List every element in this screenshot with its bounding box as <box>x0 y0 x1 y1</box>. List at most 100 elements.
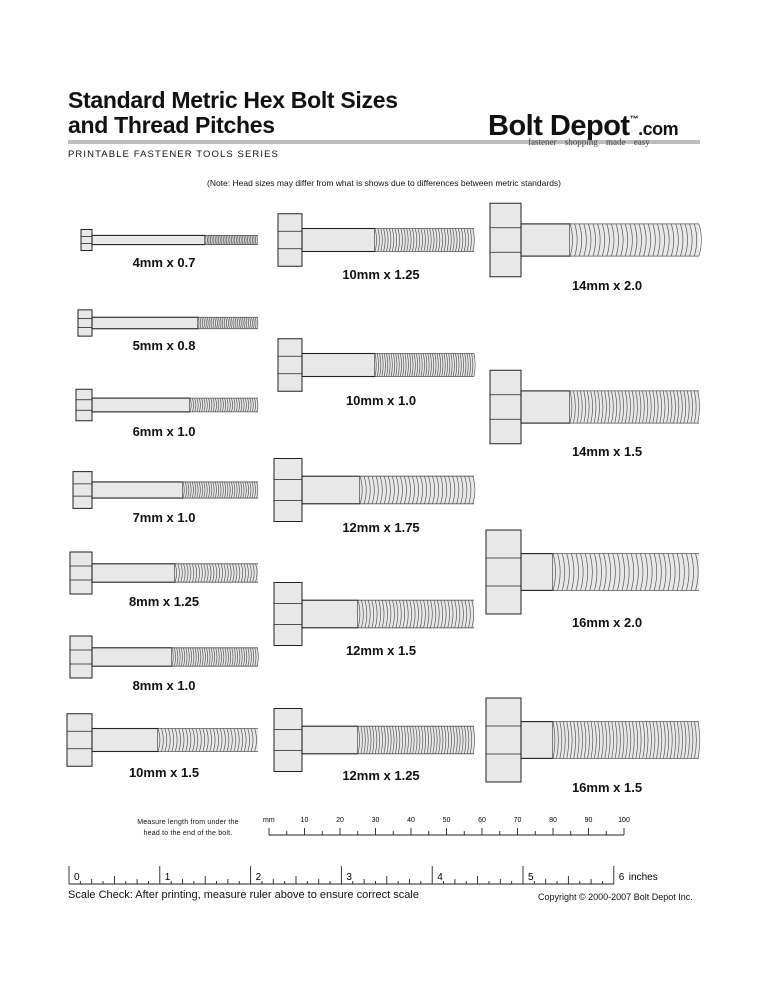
bolt-head <box>273 458 303 522</box>
mm-tick-label: 80 <box>549 817 557 824</box>
logo-trademark: ™ <box>629 114 639 124</box>
bolt-shank <box>520 223 571 257</box>
bolt-threads <box>197 316 259 330</box>
inch-tick-label: 1 <box>165 872 171 883</box>
bolt-head <box>489 202 522 278</box>
mm-tick-label: 50 <box>443 817 451 824</box>
bolt-10 <box>273 458 476 522</box>
bolt-label: 14mm x 1.5 <box>571 444 643 459</box>
bolt-9 <box>277 338 476 392</box>
bolt-threads <box>569 390 700 424</box>
thread-lines <box>157 728 257 752</box>
bolt-threads <box>357 599 475 629</box>
mm-tick-label: 20 <box>336 817 344 824</box>
title-line-2: and Thread Pitches <box>68 112 275 138</box>
bolt-threads <box>374 353 476 377</box>
thread-lines <box>171 647 259 667</box>
bolt-4 <box>72 471 259 509</box>
inch-tick-label: 0 <box>74 872 80 883</box>
bolt-threads <box>569 223 702 257</box>
bolt-label: 12mm x 1.25 <box>342 768 420 783</box>
bolt-shank <box>520 553 554 591</box>
thread-lines <box>357 726 475 754</box>
mm-ruler-instructions: Measure length from under the head to th… <box>108 817 268 839</box>
thread-lines <box>197 317 259 329</box>
bolt-head <box>277 213 303 267</box>
mm-tick-label: 30 <box>372 817 380 824</box>
title-line-1: Standard Metric Hex Bolt Sizes <box>68 87 398 113</box>
mm-tick-label: 70 <box>514 817 522 824</box>
logo-suffix: .com <box>638 119 679 139</box>
scale-check-text: Scale Check: After printing, measure rul… <box>68 889 419 901</box>
logo-main: Bolt Depot <box>488 110 630 142</box>
thread-lines <box>552 553 699 591</box>
thread-lines <box>204 235 258 245</box>
bolt-head <box>273 582 303 646</box>
thread-lines <box>552 721 701 759</box>
inch-tick-label: 6 <box>619 872 625 883</box>
thread-lines <box>374 353 476 377</box>
bolt-threads <box>189 397 259 413</box>
bolt-2 <box>77 309 259 337</box>
bolt-label: 7mm x 1.0 <box>132 510 196 525</box>
bolt-shank <box>301 725 359 755</box>
bolt-head <box>485 697 522 783</box>
mm-tick-label: 40 <box>407 817 415 824</box>
bolt-head <box>66 713 93 767</box>
bolt-14 <box>489 369 700 445</box>
thread-lines <box>569 390 700 424</box>
bolt-shank <box>520 721 554 759</box>
inch-tick-label: 4 <box>437 872 443 883</box>
bolt-6 <box>69 635 259 679</box>
bolt-12 <box>273 708 475 772</box>
bolt-head <box>489 369 522 445</box>
bolt-threads <box>171 647 259 667</box>
bolt-shank <box>301 475 361 505</box>
thread-lines <box>182 481 259 499</box>
head-size-note: (Note: Head sizes may differ from what i… <box>206 178 561 188</box>
bolt-label: 8mm x 1.25 <box>128 594 200 609</box>
thread-lines <box>374 228 475 252</box>
copyright-text: Copyright © 2000-2007 Bolt Depot Inc. <box>538 892 693 902</box>
bolt-11 <box>273 582 475 646</box>
bolt-label: 16mm x 1.5 <box>571 780 643 795</box>
bolt-label: 12mm x 1.5 <box>345 643 417 658</box>
mm-tick-label: 60 <box>478 817 486 824</box>
bolt-3 <box>75 388 259 422</box>
bolt-label: 6mm x 1.0 <box>132 424 196 439</box>
bolt-label: 5mm x 0.8 <box>132 338 196 353</box>
bolt-shank <box>301 599 359 629</box>
mm-tick-label: 90 <box>585 817 593 824</box>
instruction-line-2: head to the end of the bolt. <box>143 830 233 837</box>
inch-tick-label: 5 <box>528 872 534 883</box>
bolt-head <box>485 529 522 615</box>
bolt-label: 12mm x 1.75 <box>342 520 420 535</box>
logo-tagline: fastener shopping made easy <box>528 137 650 147</box>
inch-tick-label: 2 <box>256 872 262 883</box>
bolt-label: 10mm x 1.0 <box>345 393 417 408</box>
bolt-threads <box>374 228 475 252</box>
inch-unit-label: inches <box>629 872 658 883</box>
bolt-threads <box>359 475 476 505</box>
bolt-8 <box>277 213 475 267</box>
series-subtitle: PRINTABLE FASTENER TOOLS SERIES <box>68 149 279 160</box>
bolt-threads <box>552 721 701 759</box>
bolt-label: 14mm x 2.0 <box>571 278 643 293</box>
bolt-5 <box>69 551 258 595</box>
bolt-7 <box>66 713 258 767</box>
bolt-label: 10mm x 1.25 <box>342 267 420 282</box>
thread-lines <box>359 476 476 504</box>
bolt-label: 16mm x 2.0 <box>571 615 643 630</box>
bolt-16 <box>485 697 701 783</box>
bolt-threads <box>357 725 475 755</box>
header-rule <box>68 140 700 144</box>
thread-body <box>198 317 258 329</box>
bolt-13 <box>489 202 702 278</box>
bolt-label: 10mm x 1.5 <box>128 765 200 780</box>
thread-lines <box>357 600 475 628</box>
thread-lines <box>569 223 702 257</box>
bolt-label: 4mm x 0.7 <box>132 255 196 270</box>
inch-tick-label: 3 <box>346 872 352 883</box>
